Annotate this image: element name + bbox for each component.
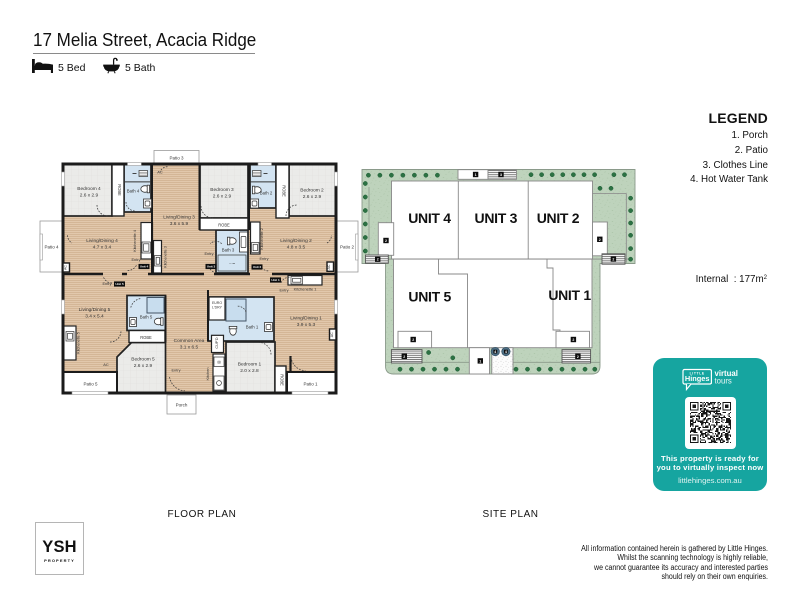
svg-text:AC: AC bbox=[157, 170, 163, 175]
svg-text:Porch: Porch bbox=[176, 403, 188, 408]
svg-text:3.1 x 6.5: 3.1 x 6.5 bbox=[180, 344, 199, 350]
svg-text:AC: AC bbox=[64, 265, 68, 270]
svg-text:2.6 x 2.9: 2.6 x 2.9 bbox=[303, 194, 322, 200]
svg-text:3.4 x 5.4: 3.4 x 5.4 bbox=[85, 313, 104, 319]
svg-text:2: 2 bbox=[572, 338, 574, 342]
svg-text:3: 3 bbox=[500, 173, 502, 177]
svg-text:Entry: Entry bbox=[279, 288, 288, 293]
svg-text:ROBE: ROBE bbox=[218, 223, 230, 228]
svg-text:virtual: virtual bbox=[715, 369, 738, 378]
svg-text:1: 1 bbox=[479, 359, 481, 363]
svg-text:ROBE: ROBE bbox=[280, 374, 285, 386]
svg-text:3.9 x 5.3: 3.9 x 5.3 bbox=[297, 322, 316, 328]
svg-text:Kitchenette 3: Kitchenette 3 bbox=[164, 246, 168, 268]
svg-text:UNIT 2: UNIT 2 bbox=[537, 210, 580, 226]
svg-text:2: 2 bbox=[577, 355, 579, 359]
svg-text:Entry: Entry bbox=[204, 251, 213, 256]
svg-text:Patio 4: Patio 4 bbox=[44, 245, 59, 250]
svg-text:Unit 2: Unit 2 bbox=[253, 265, 262, 269]
svg-text:2: 2 bbox=[377, 258, 379, 262]
svg-text:─ ═: ─ ═ bbox=[228, 262, 235, 266]
svg-text:Patio 2: Patio 2 bbox=[340, 245, 355, 250]
svg-text:3.6 x 5.9: 3.6 x 5.9 bbox=[170, 221, 189, 227]
svg-text:2: 2 bbox=[599, 238, 601, 242]
svg-text:ROBE: ROBE bbox=[117, 184, 122, 196]
svg-text:Bedroom 5: Bedroom 5 bbox=[131, 357, 155, 363]
svg-text:EURO: EURO bbox=[212, 301, 222, 305]
svg-text:AC: AC bbox=[330, 332, 334, 337]
svg-text:Living/Dining 5: Living/Dining 5 bbox=[79, 307, 111, 313]
svg-text:Kitchenette 4: Kitchenette 4 bbox=[133, 230, 137, 252]
svg-text:ROBE: ROBE bbox=[140, 335, 152, 340]
svg-text:Patio 5: Patio 5 bbox=[83, 382, 98, 387]
svg-text:2.6 x 2.9: 2.6 x 2.9 bbox=[213, 193, 232, 199]
svg-text:4: 4 bbox=[494, 350, 496, 354]
svg-text:Bath 5: Bath 5 bbox=[140, 315, 153, 320]
svg-text:UNIT 1: UNIT 1 bbox=[548, 287, 591, 303]
svg-text:2: 2 bbox=[403, 355, 405, 359]
svg-text:2.0 x 2.8: 2.0 x 2.8 bbox=[240, 368, 259, 374]
svg-text:Living/Dining 4: Living/Dining 4 bbox=[86, 238, 118, 244]
svg-text:Living/Dining 1: Living/Dining 1 bbox=[290, 316, 322, 322]
svg-text:2.6 x 2.9: 2.6 x 2.9 bbox=[80, 192, 99, 198]
svg-text:Kitchenette 5: Kitchenette 5 bbox=[77, 332, 81, 354]
svg-text:2: 2 bbox=[412, 338, 414, 342]
svg-text:1: 1 bbox=[475, 173, 477, 177]
svg-text:Bath 1: Bath 1 bbox=[246, 325, 259, 330]
svg-text:Patio 3: Patio 3 bbox=[169, 156, 184, 161]
svg-text:CUP'D: CUP'D bbox=[215, 337, 219, 348]
svg-text:Common Area: Common Area bbox=[174, 338, 205, 344]
svg-text:Unit 4: Unit 4 bbox=[140, 265, 149, 269]
svg-text:Bath 3: Bath 3 bbox=[222, 248, 235, 253]
svg-text:Kitchenette 1: Kitchenette 1 bbox=[294, 287, 317, 292]
svg-text:L'DRY: L'DRY bbox=[212, 306, 223, 310]
svg-text:Entry: Entry bbox=[102, 281, 111, 286]
svg-text:4.7 x 3.4: 4.7 x 3.4 bbox=[93, 244, 112, 250]
svg-text:AC: AC bbox=[103, 362, 109, 367]
svg-text:ROBE: ROBE bbox=[282, 185, 287, 197]
svg-text:Entry: Entry bbox=[259, 256, 268, 261]
svg-text:Bath 2: Bath 2 bbox=[260, 191, 273, 196]
svg-text:Unit 5: Unit 5 bbox=[115, 282, 124, 286]
svg-text:Unit 3: Unit 3 bbox=[207, 265, 216, 269]
svg-text:⊞: ⊞ bbox=[217, 360, 220, 365]
svg-text:2: 2 bbox=[612, 258, 614, 262]
svg-text:2: 2 bbox=[385, 239, 387, 243]
svg-text:Patio 1: Patio 1 bbox=[303, 382, 318, 387]
svg-text:4.8 x 3.5: 4.8 x 3.5 bbox=[287, 244, 306, 250]
svg-text:Bedroom 2: Bedroom 2 bbox=[300, 188, 324, 194]
svg-text:UNIT 4: UNIT 4 bbox=[408, 210, 451, 226]
svg-text:Kitchenette 2: Kitchenette 2 bbox=[260, 228, 264, 250]
svg-text:tours: tours bbox=[715, 377, 732, 386]
svg-text:Bedroom 1: Bedroom 1 bbox=[238, 362, 262, 368]
svg-text:UNIT 5: UNIT 5 bbox=[408, 289, 451, 305]
svg-text:4: 4 bbox=[505, 350, 507, 354]
svg-text:AC: AC bbox=[327, 264, 331, 269]
svg-text:Bedroom 4: Bedroom 4 bbox=[77, 186, 101, 192]
svg-text:Unit 1: Unit 1 bbox=[271, 278, 280, 282]
svg-text:Hinges: Hinges bbox=[685, 374, 710, 383]
svg-text:Living/Dining 2: Living/Dining 2 bbox=[280, 238, 312, 244]
svg-text:Bath 4: Bath 4 bbox=[127, 189, 140, 194]
svg-text:Living/Dining 3: Living/Dining 3 bbox=[163, 215, 195, 221]
svg-text:Bedroom 3: Bedroom 3 bbox=[210, 187, 234, 193]
svg-text:LITTLE: LITTLE bbox=[690, 372, 705, 376]
svg-text:Kitchen: Kitchen bbox=[205, 368, 210, 381]
svg-text:Entry: Entry bbox=[171, 368, 180, 373]
svg-text:UNIT 3: UNIT 3 bbox=[475, 210, 518, 226]
svg-text:Entry: Entry bbox=[131, 257, 140, 262]
svg-text:2.6 x 2.9: 2.6 x 2.9 bbox=[134, 363, 153, 369]
